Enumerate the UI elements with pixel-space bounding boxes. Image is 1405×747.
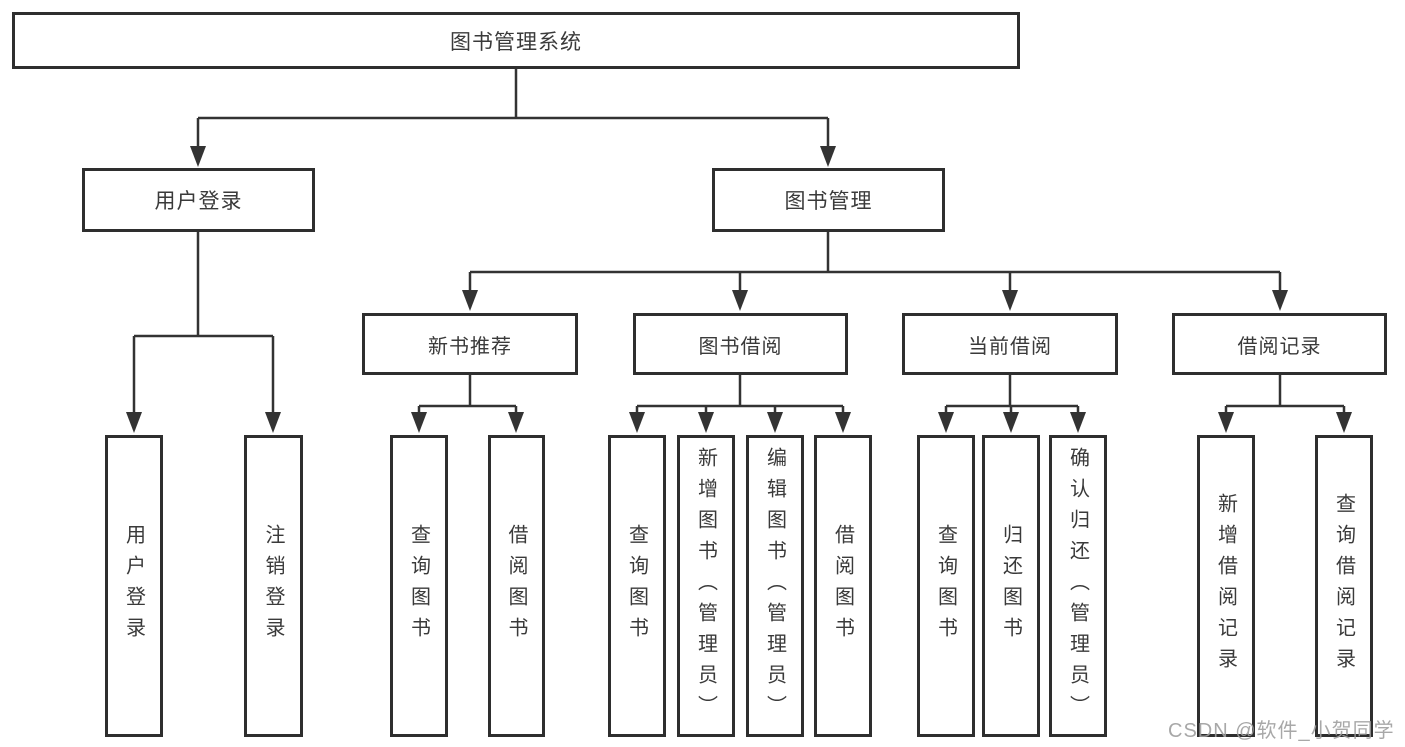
- arrowhead: [1272, 290, 1288, 311]
- arrowhead: [1218, 412, 1234, 433]
- leaf-label: 注销登录: [262, 524, 284, 648]
- arrowhead: [1003, 412, 1019, 433]
- arrowhead: [835, 412, 851, 433]
- connector-borrow-records: [1224, 375, 1346, 415]
- leaf-user-login: 用户登录: [105, 435, 163, 737]
- leaf-label: 新增图书（管理员）: [694, 446, 717, 726]
- leaf-label: 借阅图书: [831, 524, 854, 648]
- connector-book-mgmt: [468, 232, 1282, 294]
- connector-book-borrow: [635, 375, 845, 415]
- node-current-borrow: 当前借阅: [902, 313, 1118, 375]
- leaf-label: 查询图书: [934, 524, 957, 648]
- leaf-edit-books-admin: 编辑图书（管理员）: [746, 435, 804, 737]
- csdn-watermark: CSDN @软件_小贺同学: [1168, 720, 1395, 742]
- arrowhead: [1336, 412, 1352, 433]
- leaf-label: 查询借阅记录: [1332, 493, 1355, 679]
- leaf-add-borrow-record: 新增借阅记录: [1197, 435, 1255, 737]
- leaf-label: 归还图书: [999, 524, 1022, 648]
- arrowhead: [698, 412, 714, 433]
- arrowhead: [190, 146, 206, 167]
- leaf-label: 查询图书: [625, 524, 648, 648]
- arrowhead: [1070, 412, 1086, 433]
- node-user-login: 用户登录: [82, 168, 315, 232]
- connector-root: [196, 69, 830, 150]
- arrowhead: [411, 412, 427, 433]
- leaf-query-books-borrow: 查询图书: [608, 435, 666, 737]
- leaf-label: 用户登录: [122, 524, 145, 648]
- node-new-book-recommend: 新书推荐: [362, 313, 578, 375]
- arrowhead: [732, 290, 748, 311]
- leaf-query-borrow-record: 查询借阅记录: [1315, 435, 1373, 737]
- leaf-add-books-admin: 新增图书（管理员）: [677, 435, 735, 737]
- node-book-management: 图书管理: [712, 168, 945, 232]
- node-library-system: 图书管理系统: [12, 12, 1020, 69]
- leaf-label: 查询图书: [407, 524, 430, 648]
- arrowhead: [126, 412, 142, 433]
- node-book-borrow: 图书借阅: [633, 313, 848, 375]
- connector-current-borrow: [944, 375, 1080, 415]
- leaf-borrow-books-recommend: 借阅图书: [488, 435, 545, 737]
- leaf-label: 确认归还（管理员）: [1066, 446, 1089, 726]
- connector-user-login: [132, 232, 275, 415]
- connector-new-book: [417, 375, 518, 415]
- leaf-return-books: 归还图书: [982, 435, 1040, 737]
- leaf-label: 新增借阅记录: [1214, 493, 1237, 679]
- arrowhead: [1002, 290, 1018, 311]
- node-borrow-records: 借阅记录: [1172, 313, 1387, 375]
- leaf-label: 编辑图书（管理员）: [763, 446, 786, 726]
- leaf-query-books-recommend: 查询图书: [390, 435, 448, 737]
- arrowhead: [938, 412, 954, 433]
- arrowhead: [508, 412, 524, 433]
- leaf-label: 借阅图书: [505, 524, 527, 648]
- leaf-borrow-books: 借阅图书: [814, 435, 872, 737]
- arrowhead: [767, 412, 783, 433]
- arrowhead: [820, 146, 836, 167]
- leaf-logout: 注销登录: [244, 435, 303, 737]
- arrowhead: [629, 412, 645, 433]
- arrowhead: [265, 412, 281, 433]
- arrowhead: [462, 290, 478, 311]
- leaf-query-books-current: 查询图书: [917, 435, 975, 737]
- leaf-confirm-return-admin: 确认归还（管理员）: [1049, 435, 1107, 737]
